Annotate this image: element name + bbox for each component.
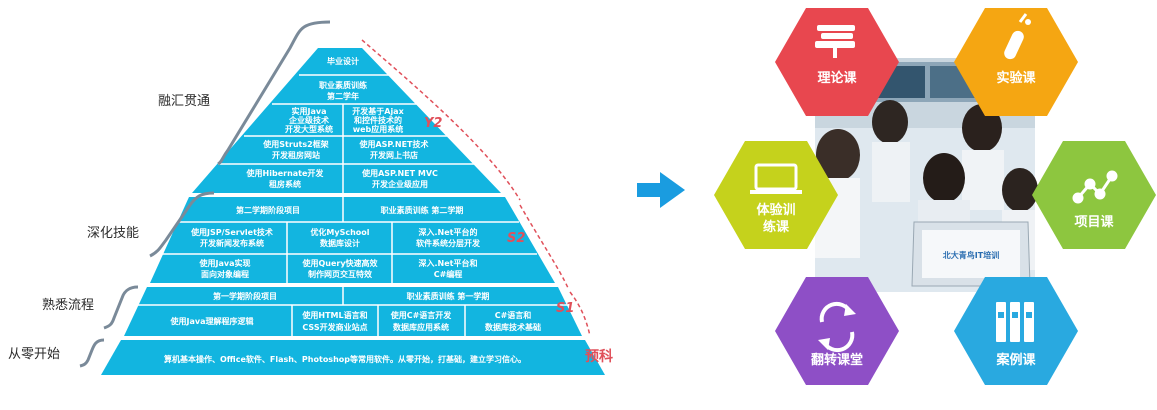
phase-label-prep: 预科 (585, 348, 613, 365)
s2-course-jquery-l2: 制作网页交互特效 (308, 269, 372, 279)
s2-course-jsp-l1: 使用JSP/Servlet技术 (190, 227, 273, 237)
hex-experiment-label: 实验课 (996, 70, 1036, 86)
base-course-text: 算机基本操作、Office软件、Flash、Photoshop等常用软件。从零开… (164, 354, 526, 364)
hex-flip: 翻转课堂 (775, 277, 899, 385)
s2-project-title: 第二学期阶段项目 (236, 205, 300, 215)
s2-course-layered-l1: 深入.Net平台的 (419, 227, 478, 237)
y2-course-hibernate-l1: 使用Hibernate开发 (246, 168, 325, 178)
s1-course-csharp-l1: 使用C#语言开发 (390, 310, 453, 320)
y2-course-ajax-l1: 开发基于Ajax (352, 106, 404, 116)
y2-course-struts-l2: 开发租房网站 (272, 150, 320, 160)
laptop-logo: 北大青鸟IT培训 (943, 250, 999, 260)
y2-course-aspnet-l1: 使用ASP.NET技术 (358, 139, 428, 149)
books-icon (815, 25, 855, 58)
y2-course-ajax-l3: web应用系统 (353, 124, 404, 134)
hex-experiment: 实验课 (954, 8, 1078, 116)
y2-course-java-ent-l2: 企业级技术 (288, 115, 329, 125)
graduation-project: 毕业设计 (327, 56, 359, 66)
students-photo: 北大青鸟IT培训 (815, 58, 1038, 292)
hex-theory-label: 理论课 (817, 70, 857, 86)
y2-course-mvc-l1: 使用ASP.NET MVC (361, 168, 438, 178)
s2-course-java-oop-l1: 使用Java实现 (199, 258, 251, 268)
y2-course-aspnet-l2: 开发网上书店 (370, 150, 418, 160)
s1-quality-title: 职业素质训练 第一学期 (407, 291, 490, 301)
s2-course-myschool-l1: 优化MySchool (310, 227, 369, 237)
y2-course-struts-l1: 使用Struts2框架 (262, 139, 328, 149)
hex-project: 项目课 (1032, 141, 1156, 249)
y2-course-ajax-l2: 和控件技术的 (354, 115, 402, 125)
stage-label-deepen: 深化技能 (87, 226, 139, 241)
stage-braces (79, 20, 331, 368)
s1-project-title: 第一学期阶段项目 (213, 291, 277, 301)
s1-course-html-l2: CSS开发商业站点 (302, 322, 367, 332)
hex-experience: 体验训 练课 (714, 141, 838, 249)
pyramid-grid (137, 74, 568, 336)
pyramid-level-s1 (124, 287, 582, 336)
s2-course-java-oop-l2: 面向对象编程 (201, 269, 249, 279)
s1-course-html-l1: 使用HTML语言和 (301, 310, 367, 320)
y2-quality-l1: 职业素质训练 (319, 80, 367, 90)
pyramid-level-y2 (192, 48, 501, 193)
s2-course-myschool-l2: 数据库设计 (320, 238, 360, 248)
s1-course-db-l1: C#语言和 (495, 310, 532, 320)
phase-label-y2: Y2 (424, 116, 442, 131)
s2-course-jsp-l2: 开发新闻发布系统 (200, 238, 264, 248)
s2-course-dotnet-l1: 深入.Net平台和 (419, 258, 478, 268)
y2-course-mvc-l2: 开发企业级应用 (372, 179, 428, 189)
pyramid-level-base (101, 340, 605, 375)
phase-label-s1: S1 (556, 301, 574, 316)
s2-course-dotnet-l2: C#编程 (434, 269, 463, 279)
phase-label-s2: S2 (507, 231, 525, 246)
y2-course-java-ent-l1: 实用Java (292, 106, 327, 116)
y2-quality-l2: 第二学年 (327, 91, 359, 101)
arrow-right-icon (637, 172, 685, 208)
stage-label-familiar: 熟悉流程 (42, 297, 94, 313)
pyramid: 算机基本操作、Office软件、Flash、Photoshop等常用软件。从零开… (101, 48, 605, 375)
y2-course-java-ent-l3: 开发大型系统 (285, 124, 333, 134)
chart-nodes-icon (1072, 170, 1118, 204)
binders-icon (996, 302, 1034, 342)
test-tube-icon (1004, 13, 1031, 60)
y2-course-hibernate-l2: 租房系统 (269, 179, 301, 189)
s1-course-csharp-l2: 数据库应用系统 (393, 322, 449, 332)
hex-experience-label-l1: 体验训 (756, 202, 795, 218)
hex-project-label: 项目课 (1074, 215, 1114, 230)
s2-course-layered-l2: 软件系统分层开发 (416, 238, 481, 248)
hex-case: 案例课 (954, 277, 1078, 385)
stage-label-mastery: 融汇贯通 (158, 94, 210, 109)
s1-course-java: 使用Java理解程序逻辑 (170, 316, 254, 326)
hex-theory: 理论课 (775, 8, 899, 116)
pyramid-level-s2 (150, 197, 555, 283)
phase-curves (361, 39, 591, 337)
laptop-icon (750, 163, 802, 194)
s2-quality-title: 职业素质训练 第二学期 (381, 205, 464, 215)
hex-flip-label: 翻转课堂 (811, 352, 863, 368)
hex-experience-label-l2: 练课 (763, 219, 790, 235)
hex-case-label: 案例课 (995, 352, 1036, 368)
stage-label-zero: 从零开始 (8, 347, 60, 362)
s2-course-jquery-l1: 使用Query快速高效 (301, 258, 377, 268)
s1-course-db-l2: 数据库技术基础 (485, 322, 541, 332)
